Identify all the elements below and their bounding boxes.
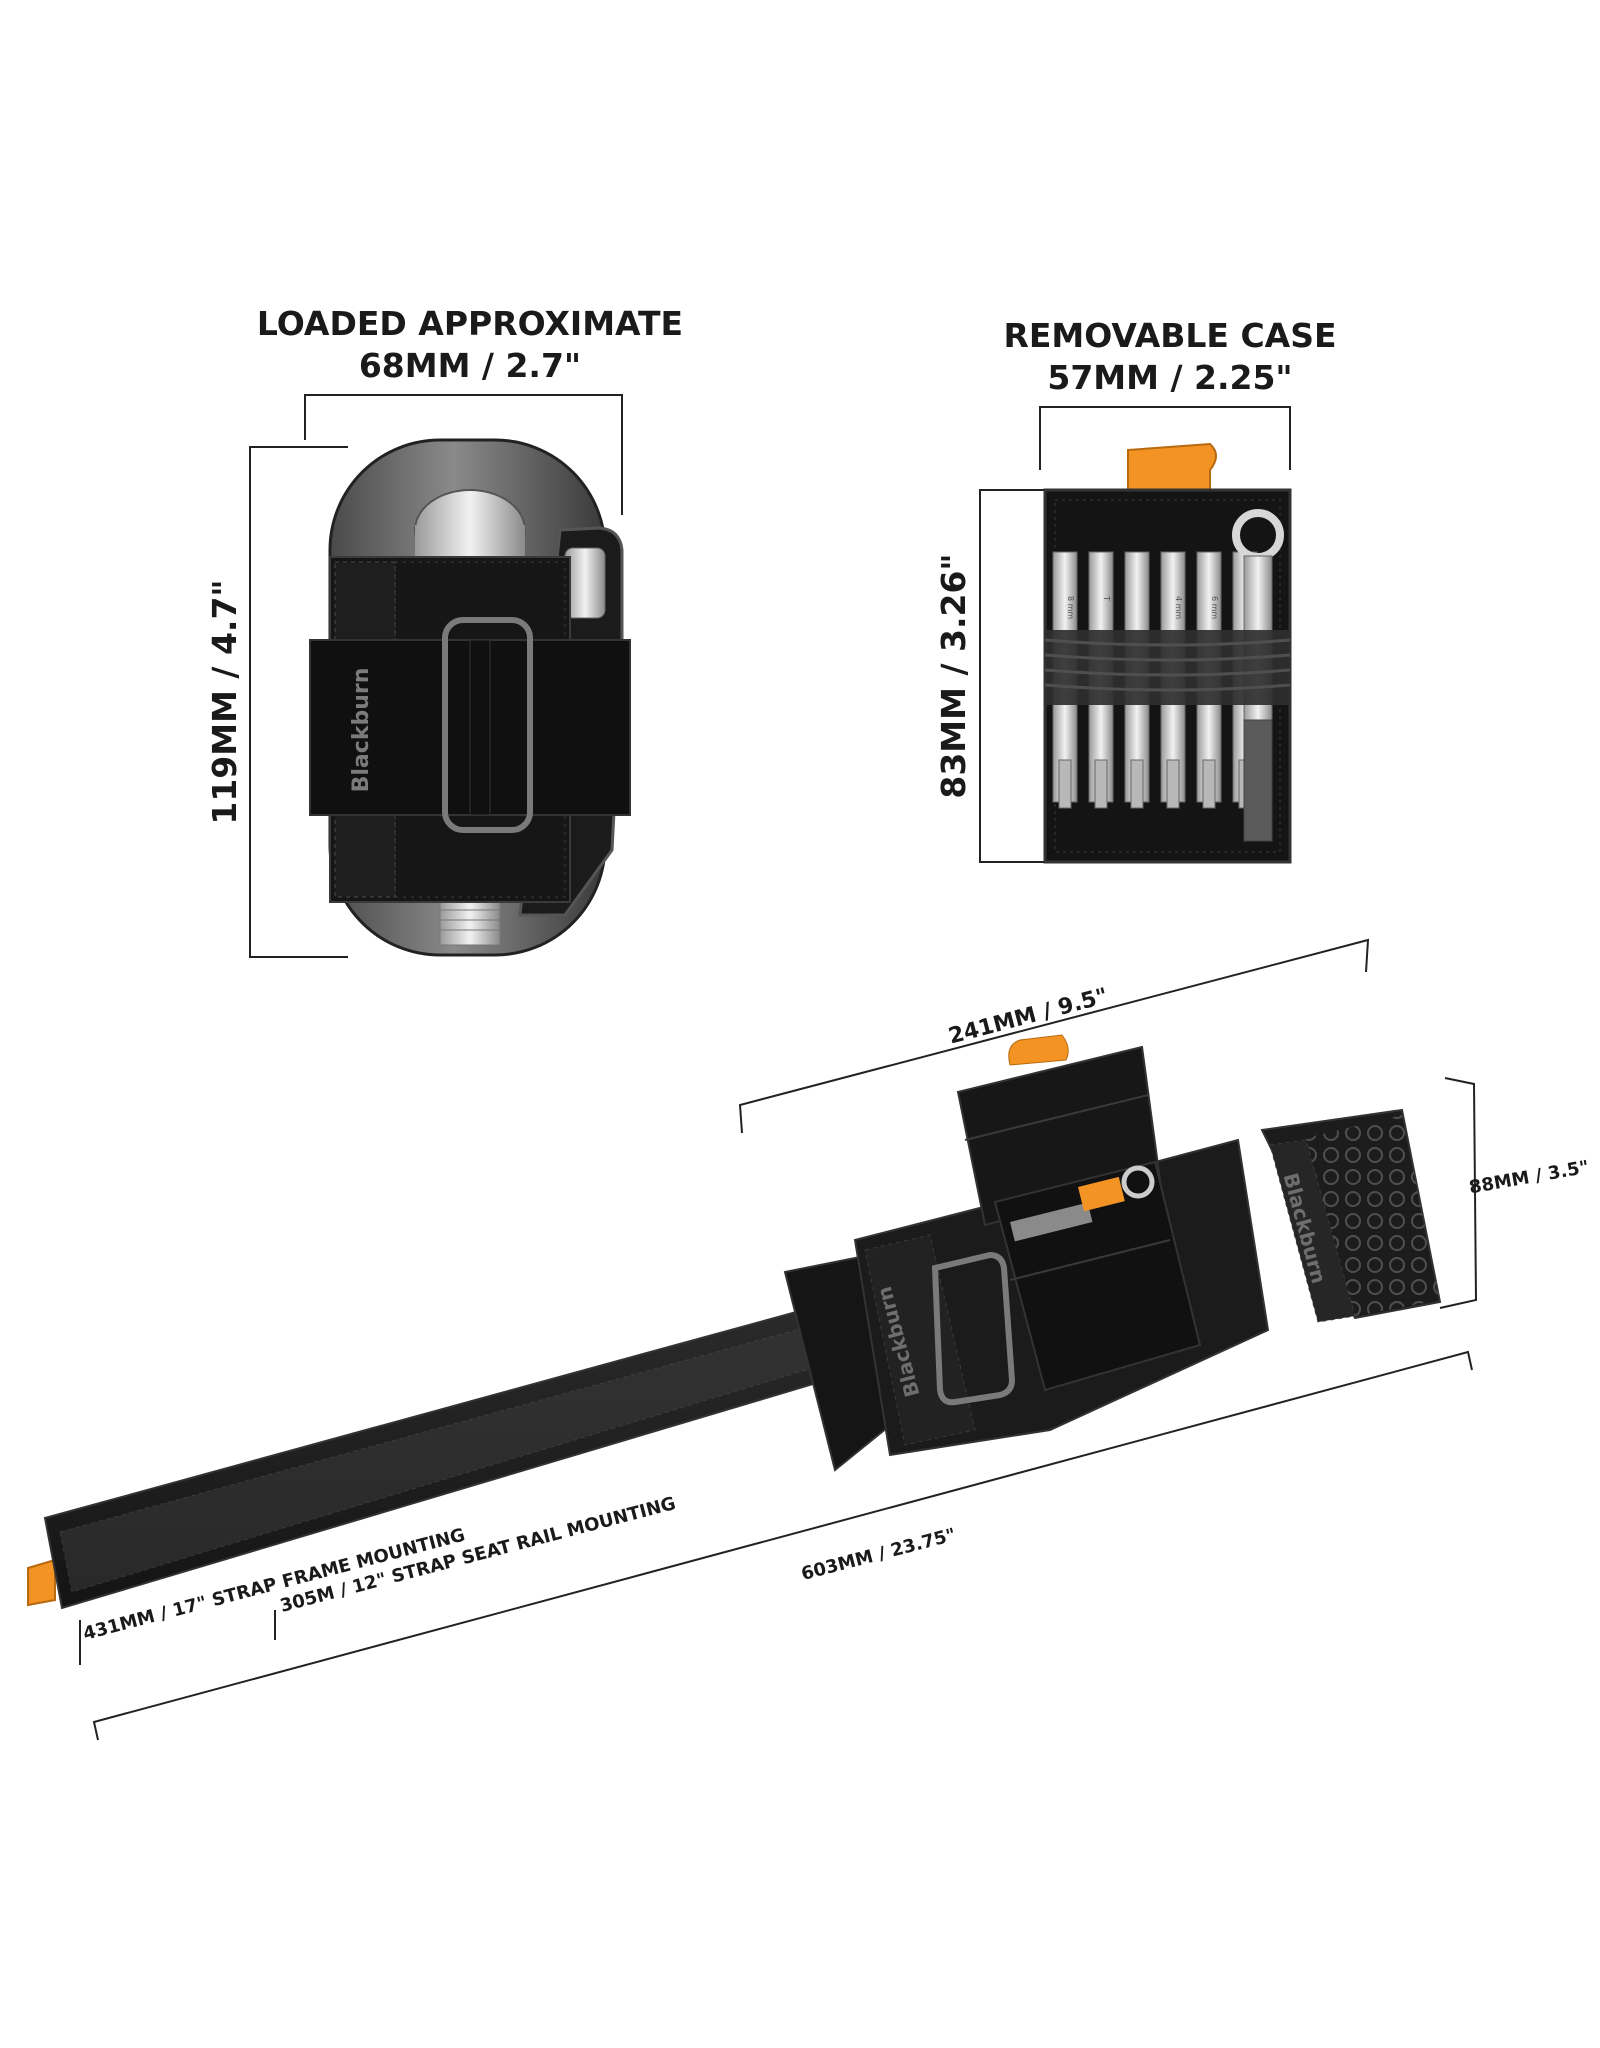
strap-case-seam xyxy=(1009,1239,1171,1281)
strap-buckle xyxy=(931,1251,1016,1406)
unrolled-strap-figure: 241MM / 9.5" 88MM / 3.5" 603MM / 23.75" … xyxy=(27,938,1591,1741)
loaded-approximate-figure: LOADED APPROXIMATE 68MM / 2.7" 119MM / 4… xyxy=(205,304,683,958)
buckle-strap-through xyxy=(469,639,491,816)
case-tool-label: 4 mm xyxy=(1174,596,1183,619)
strap-case-pull-tab xyxy=(1008,1034,1069,1066)
loaded-width-dimension-line xyxy=(304,394,623,515)
strap-height-dimension-line xyxy=(1439,1077,1478,1309)
case-height-dimension-line xyxy=(979,489,1065,863)
case-height-label: 83MM / 3.26" xyxy=(934,553,973,798)
strap-case-fold-line xyxy=(964,1094,1149,1141)
case-tool-label: 6 mm xyxy=(1210,596,1219,619)
strap-case-tools xyxy=(1009,1165,1155,1242)
strap-end-pull-tab xyxy=(27,1558,56,1607)
case-width-dimension-line xyxy=(1039,406,1291,470)
strap-side-panel xyxy=(864,1234,976,1446)
loaded-brand-logo: Blackburn xyxy=(349,668,374,793)
loaded-title-line1: LOADED APPROXIMATE xyxy=(257,304,683,343)
strap-height-label: 88MM / 3.5" xyxy=(1468,1157,1591,1199)
loaded-height-dimension-line xyxy=(249,446,348,958)
removable-case-figure: REMOVABLE CASE 57MM / 2.25" 83MM / 3.26"… xyxy=(934,316,1337,864)
loaded-height-label: 119MM / 4.7" xyxy=(205,579,244,824)
case-elastic-band xyxy=(1044,630,1291,705)
strap-width-dimension-line xyxy=(738,938,1370,1134)
strap-grip-dot-pattern xyxy=(1306,1115,1440,1316)
case-tool-label: 8 mm xyxy=(1066,596,1075,619)
case-title-line2: 57MM / 2.25" xyxy=(1047,358,1292,397)
case-title-line1: REMOVABLE CASE xyxy=(1003,316,1336,355)
strap-total-label: 603MM / 23.75" xyxy=(799,1524,958,1585)
loaded-title-line2: 68MM / 2.7" xyxy=(359,346,581,385)
strap-total-dimension-line xyxy=(92,1350,1473,1741)
strap-buckle xyxy=(442,617,533,833)
case-tool-label: T xyxy=(1102,595,1111,601)
